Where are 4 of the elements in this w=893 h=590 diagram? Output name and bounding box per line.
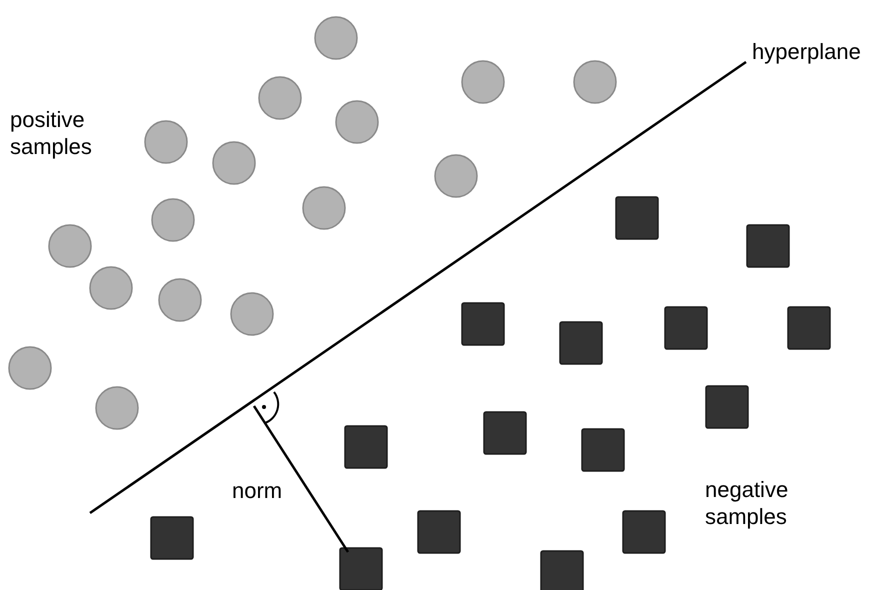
line-label: norm [232,477,284,504]
region-label: positive samples [10,106,93,160]
region-label: negative samples [705,476,790,530]
hyperplane-label: hyperplane [752,38,862,65]
